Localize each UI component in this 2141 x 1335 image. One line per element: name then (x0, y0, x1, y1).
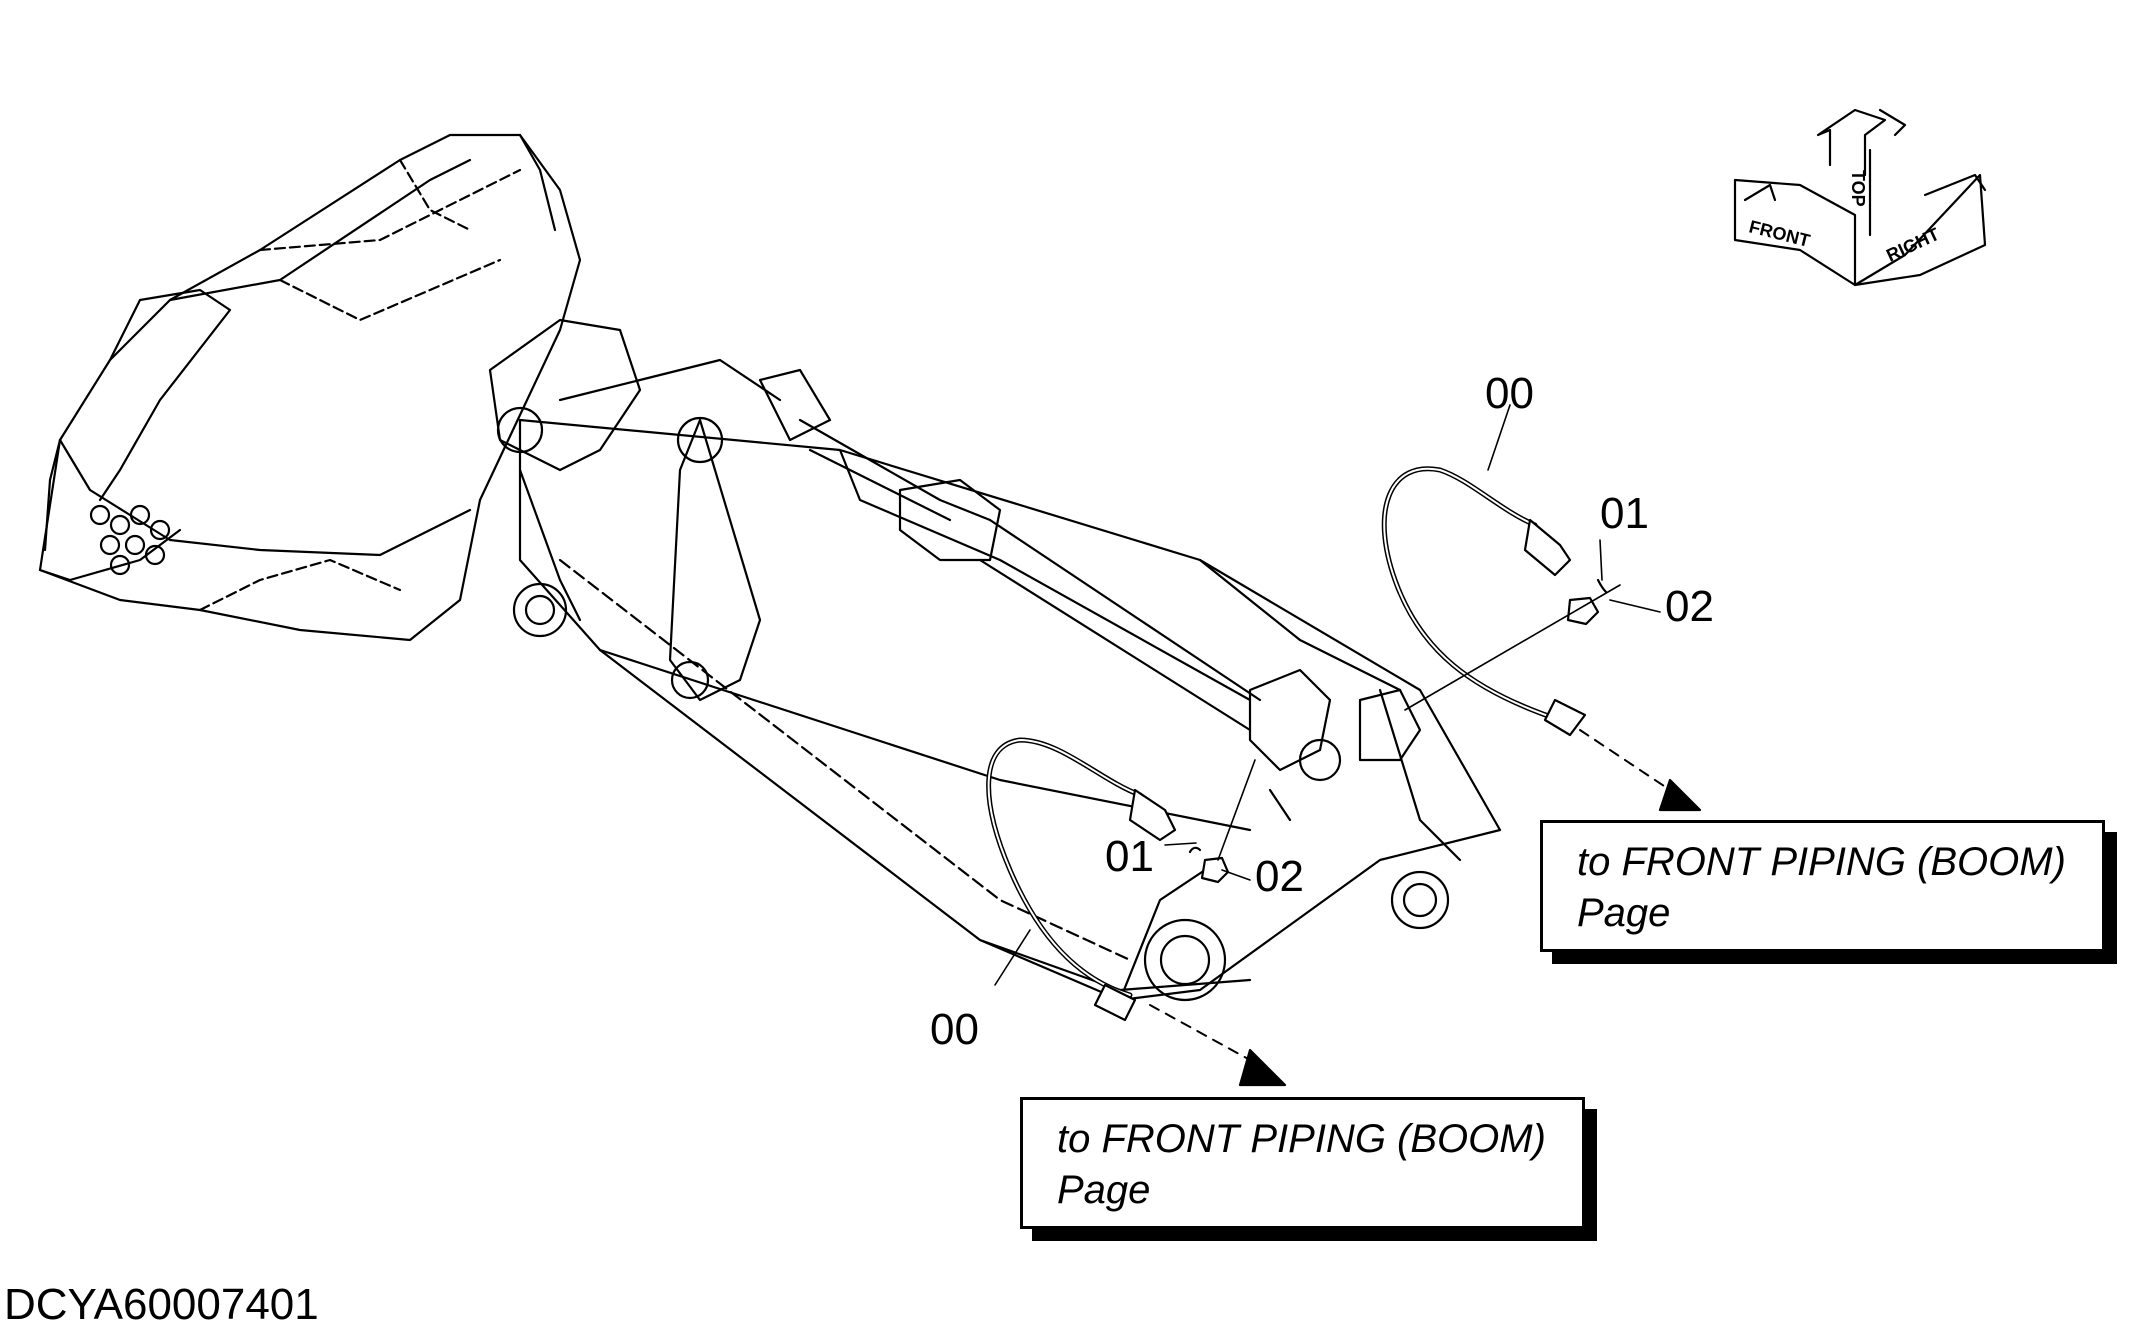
bucket-linkage (488, 318, 832, 702)
callout-00-lower: 00 (930, 1005, 979, 1054)
reference-box-upper[interactable]: to FRONT PIPING (BOOM) Page (1540, 820, 2105, 952)
callout-01-upper: 01 (1600, 489, 1649, 538)
callout-00-upper: 00 (1485, 369, 1534, 418)
callout-02-lower: 02 (1255, 852, 1304, 901)
reference-text-upper: to FRONT PIPING (BOOM) (1577, 840, 2066, 884)
orientation-indicator (1733, 108, 1987, 287)
hose-upper (1381, 466, 1587, 737)
reference-page-lower: Page (1057, 1168, 1151, 1213)
orientation-top-label: TOP (1848, 170, 1868, 207)
callout-01-lower: 01 (1105, 832, 1154, 881)
drawing-code: DCYA60007401 (4, 1280, 319, 1329)
adapters (1188, 578, 1608, 884)
reference-arrows (1149, 729, 1702, 1087)
orientation-right-label: RIGHT (1883, 224, 1942, 266)
callout-02-upper: 02 (1665, 582, 1714, 631)
reference-page-upper: Page (1577, 891, 1671, 936)
bucket-cylinder (798, 418, 1422, 822)
leader-lines (994, 404, 1661, 986)
hose-lower (986, 737, 1177, 1022)
arm-structure (518, 418, 1502, 1002)
reference-text-lower: to FRONT PIPING (BOOM) (1057, 1117, 1546, 1161)
bucket (38, 133, 582, 642)
reference-box-lower[interactable]: to FRONT PIPING (BOOM) Page (1020, 1097, 1585, 1229)
